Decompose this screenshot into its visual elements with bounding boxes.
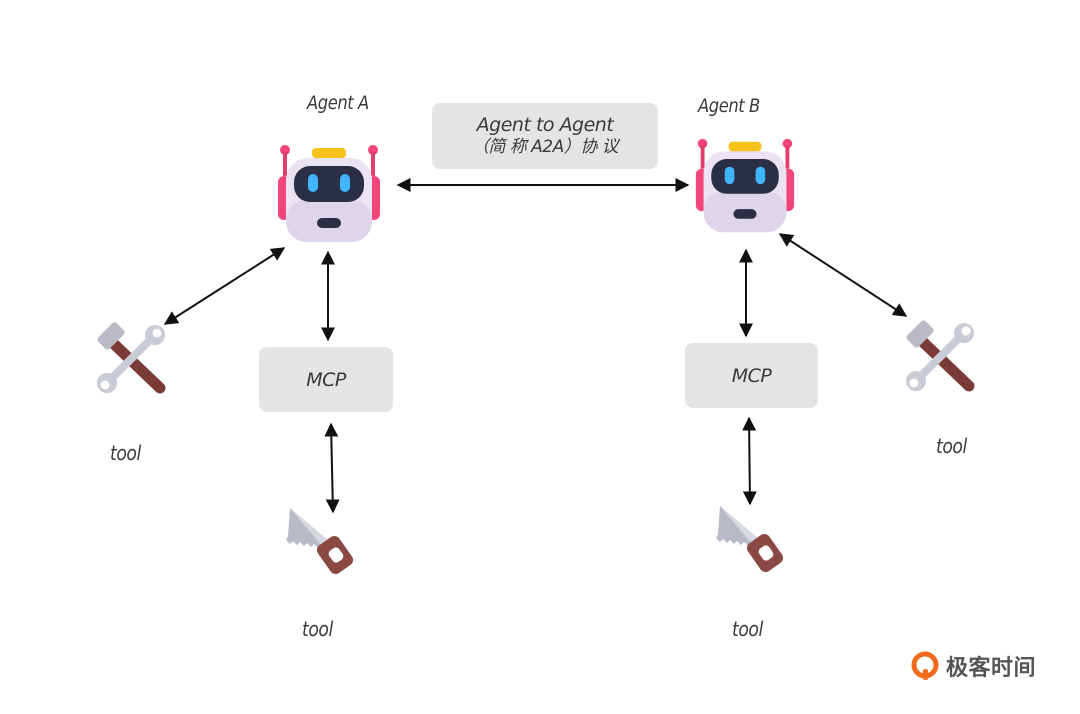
robot-icon: [695, 138, 795, 233]
a2a-protocol-box: Agent to Agent （简 称 A2A）协 议: [432, 103, 658, 169]
a2a-protocol-title: Agent to Agent: [476, 114, 614, 136]
saw-icon: [286, 508, 354, 575]
agent-b-label: Agent B: [698, 95, 760, 117]
hammer-wrench-icon: [906, 320, 975, 392]
saw-icon: [716, 506, 784, 573]
tool-label-right-saw: tool: [732, 617, 763, 641]
tool-label-left-saw: tool: [302, 617, 333, 641]
hammer-wrench-icon: [97, 322, 166, 394]
mcp-box-right: MCP: [685, 343, 818, 408]
arrow-mcp-b-saw: [742, 416, 757, 506]
a2a-protocol-subtitle: （简 称 A2A）协 议: [471, 137, 619, 157]
tool-label-right-wrench: tool: [936, 434, 967, 458]
brand-name: 极客时间: [946, 656, 1037, 681]
arrow-agent-a-tool: [163, 247, 286, 325]
mcp-box-left: MCP: [259, 347, 393, 412]
brand-watermark: 极客时间: [910, 650, 1036, 682]
arrow-agent-b-tool: [778, 233, 908, 317]
arrow-mcp-a-saw: [324, 422, 340, 514]
mcp-box-left-label: MCP: [306, 368, 346, 391]
agent-a-label: Agent A: [307, 92, 369, 114]
geektime-logo-icon: [911, 651, 939, 680]
tool-label-left-wrench: tool: [110, 441, 141, 465]
mcp-box-right-label: MCP: [731, 364, 772, 387]
robot-icon: [278, 145, 380, 242]
